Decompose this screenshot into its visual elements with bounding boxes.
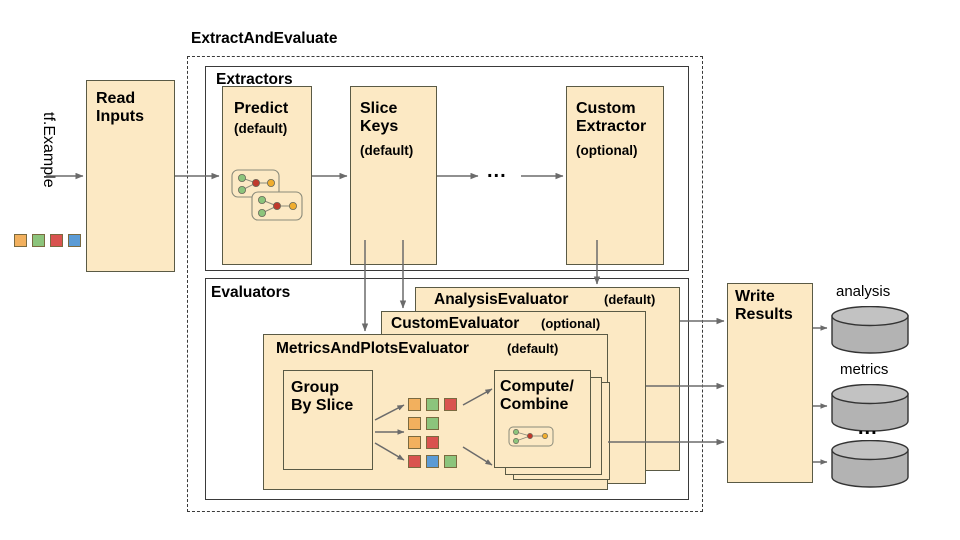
slice-swatch [426, 436, 439, 449]
evaluators-label: Evaluators [211, 284, 291, 301]
extractors-container [205, 66, 689, 271]
input-swatch [50, 234, 63, 247]
read-inputs-node[interactable] [86, 80, 175, 272]
input-swatch [32, 234, 45, 247]
evaluator-metrics-subtitle: (default) [507, 341, 559, 356]
extractor-node-custom[interactable] [566, 86, 664, 265]
compute-combine-label: Compute/ Combine [500, 378, 574, 413]
extract-and-evaluate-container [187, 56, 703, 512]
input-swatch [68, 234, 81, 247]
slice-swatch-grid [408, 398, 478, 468]
store-label-analysis: analysis [836, 283, 891, 300]
extractors-label: Extractors [216, 71, 293, 88]
tf-example-label: tf.Example [40, 112, 57, 188]
slice-swatch [426, 455, 439, 468]
group-by-slice-node[interactable] [283, 370, 373, 470]
read-inputs-label: Read Inputs [96, 90, 144, 125]
more-datastore-icon[interactable] [830, 440, 910, 488]
extractor-custom-subtitle: (optional) [576, 143, 638, 158]
extractors-ellipsis: ... [487, 160, 507, 182]
group-by-slice-label: Group By Slice [291, 379, 354, 414]
extract-and-evaluate-label: ExtractAndEvaluate [191, 30, 338, 47]
store-label-more: ... [858, 417, 878, 439]
evaluator-custom-subtitle: (optional) [541, 316, 601, 331]
extractor-slice-keys-title: Slice Keys [360, 100, 399, 135]
compute-graph-icon [508, 426, 554, 447]
extractor-slice-keys-subtitle: (default) [360, 143, 414, 158]
slice-swatch [408, 398, 421, 411]
extractor-predict-subtitle: (default) [234, 121, 288, 136]
input-swatch [14, 234, 27, 247]
slice-swatch [444, 455, 457, 468]
slice-swatch [408, 436, 421, 449]
slice-swatch [426, 417, 439, 430]
extractor-predict-title: Predict [234, 100, 289, 117]
metrics-datastore-icon[interactable] [830, 384, 910, 432]
evaluator-analysis-title: AnalysisEvaluator [434, 291, 569, 308]
input-swatch-group [14, 234, 81, 248]
extractor-custom-title: Custom Extractor [576, 100, 647, 135]
model-graph-icon [231, 169, 303, 221]
evaluator-metrics-title: MetricsAndPlotsEvaluator [276, 340, 469, 357]
evaluator-analysis-subtitle: (default) [604, 292, 656, 307]
extractor-node-slice-keys[interactable] [350, 86, 437, 265]
slice-swatch [408, 455, 421, 468]
slice-swatch [426, 398, 439, 411]
compute-combine-node[interactable] [494, 370, 591, 468]
evaluators-container [205, 278, 689, 500]
slice-swatch [444, 398, 457, 411]
write-results-label: Write Results [735, 288, 793, 323]
store-label-metrics: metrics [840, 361, 889, 378]
write-results-node[interactable] [727, 283, 813, 483]
evaluator-custom-title: CustomEvaluator [391, 315, 520, 332]
slice-swatch [408, 417, 421, 430]
analysis-datastore-icon[interactable] [830, 306, 910, 354]
